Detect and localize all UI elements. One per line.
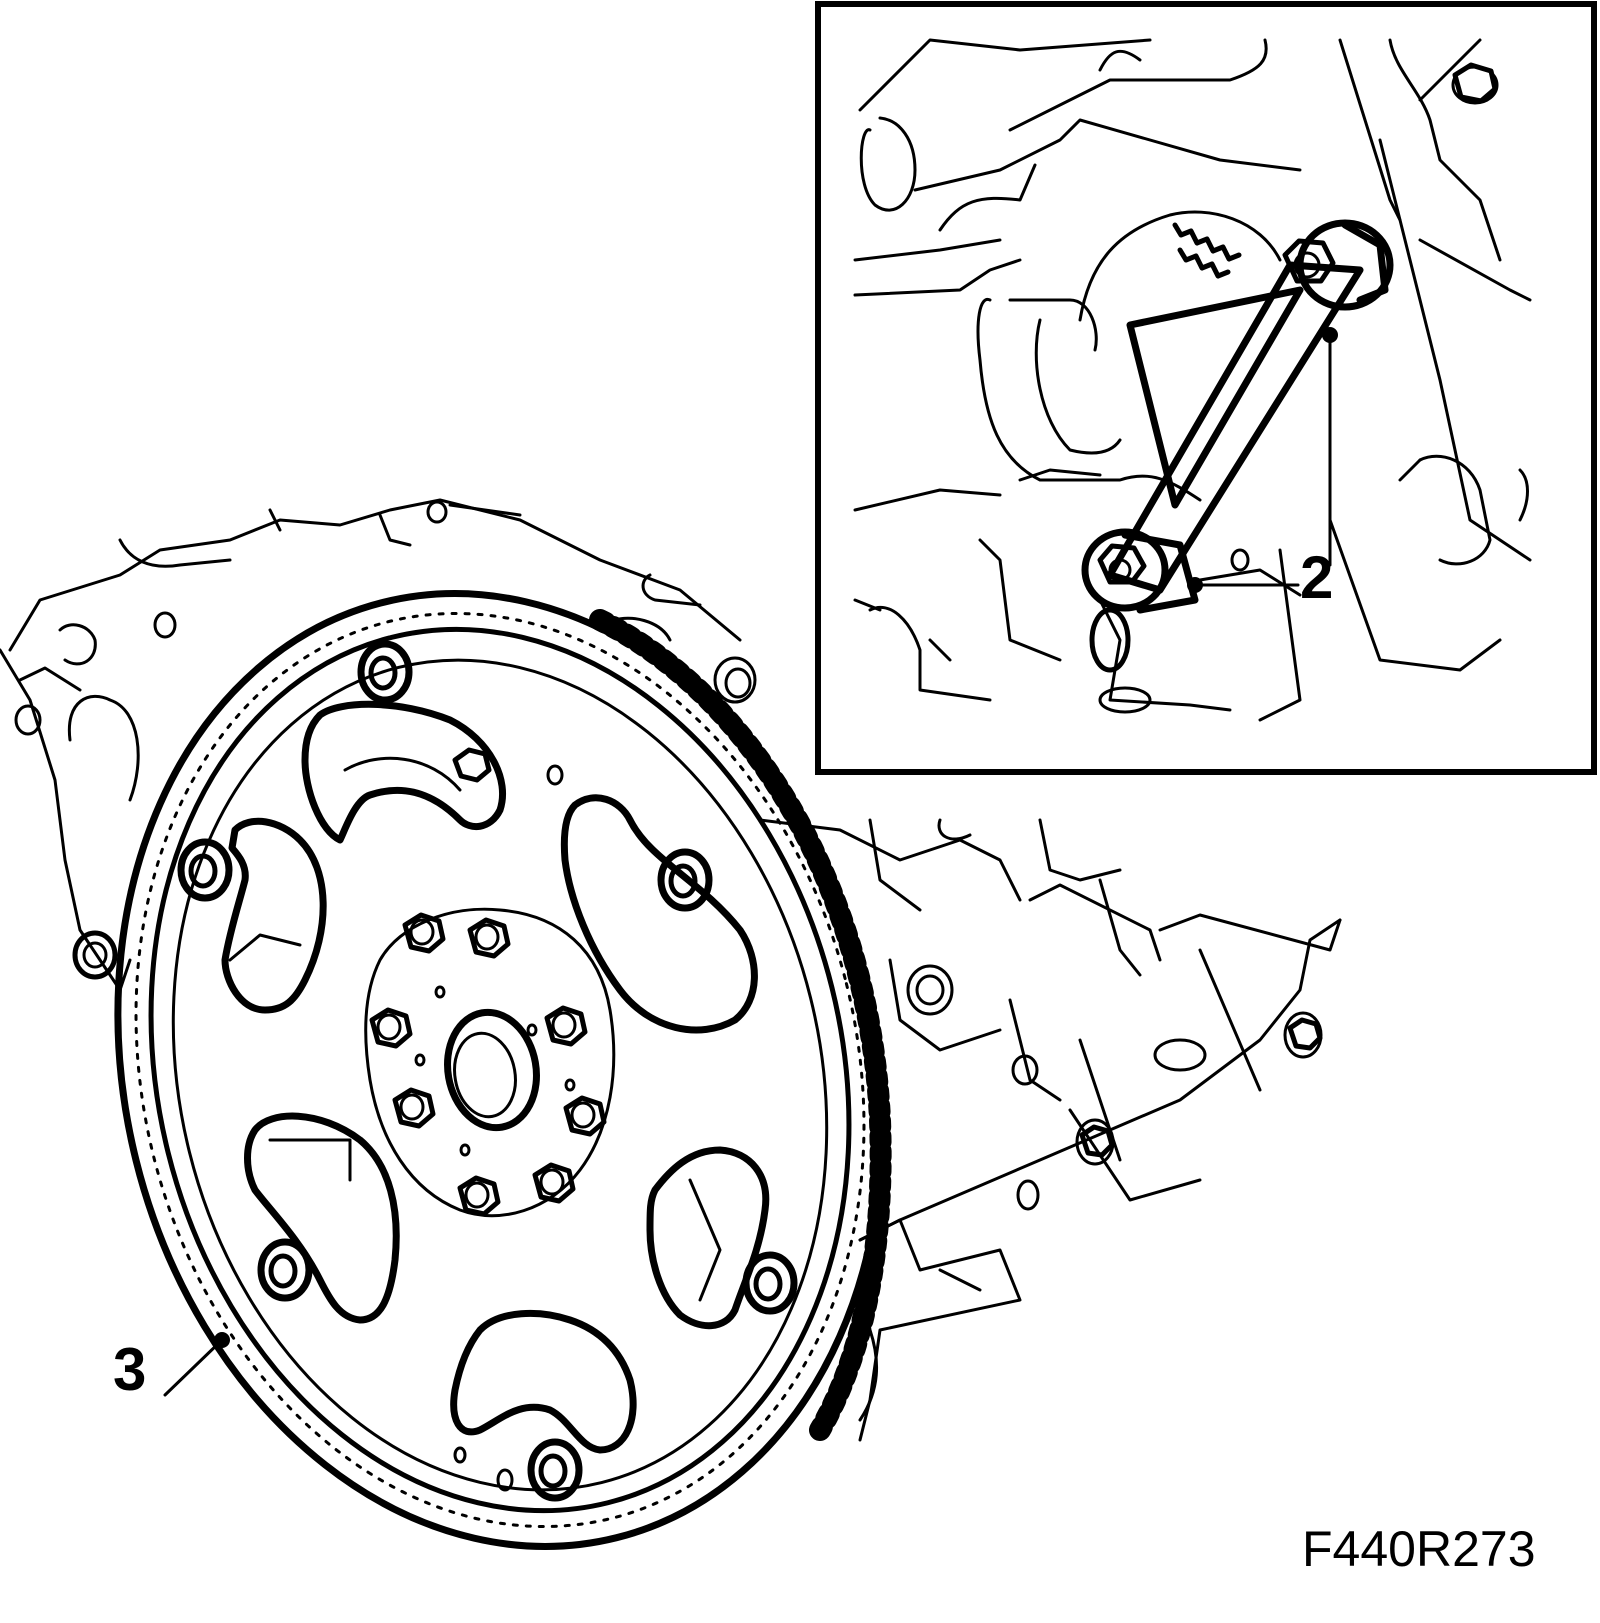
bolt-icon <box>527 1438 583 1502</box>
locking-tool-icon <box>1081 219 1394 614</box>
bolt-icon <box>544 1005 588 1047</box>
bolt-icon <box>257 1238 313 1302</box>
callout-label-3: 3 <box>113 1336 147 1403</box>
figure-code: F440R273 <box>1302 1521 1536 1577</box>
bolt-icon <box>1075 1118 1115 1166</box>
inset-detail <box>815 1 1597 775</box>
bolt-icon <box>1283 1011 1323 1059</box>
bolt-icon <box>457 1175 501 1217</box>
bolt-icon <box>1451 62 1499 105</box>
bolt-icon <box>177 838 233 902</box>
callout-3-leader <box>163 1332 230 1397</box>
bolt-icon <box>742 1251 798 1315</box>
bolt-icon <box>402 912 446 954</box>
bolt-icon <box>467 917 511 959</box>
bolt-icon <box>563 1095 607 1137</box>
bolt-icon <box>392 1087 436 1129</box>
bolt-icon <box>657 848 713 912</box>
bolt-icon <box>357 640 413 704</box>
callout-label-2: 2 <box>1300 544 1334 611</box>
bolt-icon <box>532 1162 576 1204</box>
bolt-icon <box>369 1007 413 1049</box>
flywheel-icon <box>114 590 892 1550</box>
callout-2-leader <box>1187 327 1338 593</box>
